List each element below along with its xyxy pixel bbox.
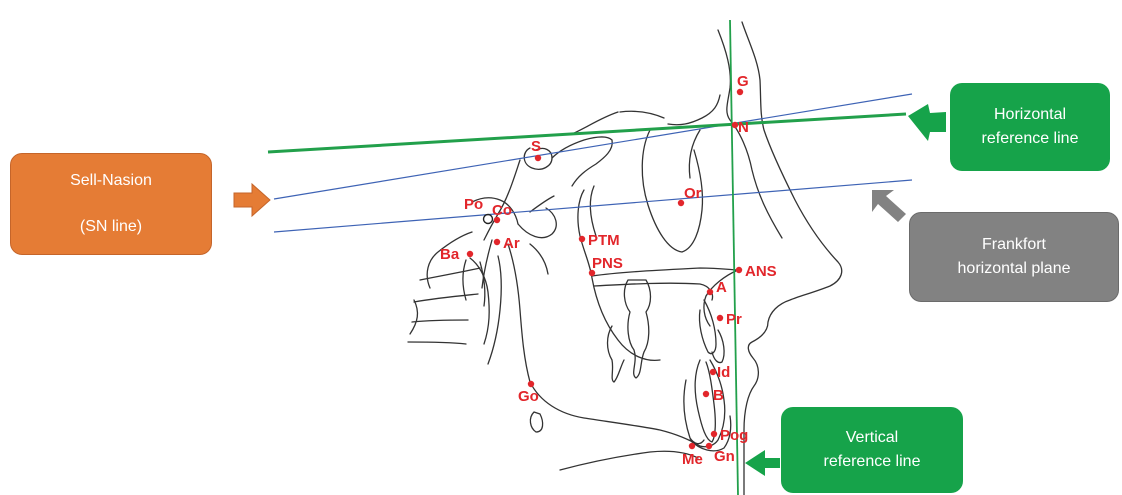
point-Co xyxy=(493,216,501,224)
label-Po: Po xyxy=(464,196,483,213)
label-Co: Co xyxy=(492,202,512,219)
hyoid xyxy=(529,411,544,433)
molar-tooth xyxy=(623,279,652,379)
soft-tissue-profile xyxy=(741,21,843,495)
sn-line xyxy=(273,93,913,200)
upper-incisor xyxy=(698,299,717,355)
arrow-vertical-ref xyxy=(745,450,780,476)
point-Go xyxy=(527,380,535,388)
label-Id: Id xyxy=(717,364,730,381)
point-Pog xyxy=(710,430,718,438)
point-Pr xyxy=(716,314,724,322)
label-G: G xyxy=(737,73,749,90)
point-PNS xyxy=(588,269,596,277)
point-Ba xyxy=(466,250,474,258)
frankfort-callout: Frankfort horizontal plane xyxy=(909,212,1119,302)
label-Go: Go xyxy=(518,388,539,405)
arrow-horizontal-ref xyxy=(908,104,946,141)
sn-callout-subtitle: (SN line) xyxy=(79,218,143,235)
arrow-frankfort xyxy=(872,190,906,222)
point-Po xyxy=(482,213,494,225)
label-Or: Or xyxy=(684,185,702,202)
horizontal-reference-line xyxy=(267,112,907,154)
vertical-reference-callout: Vertical reference line xyxy=(781,407,963,493)
fh-callout-line2: horizontal plane xyxy=(957,260,1071,277)
label-S: S xyxy=(531,138,541,155)
label-B: B xyxy=(713,387,724,404)
label-Pog: Pog xyxy=(720,427,748,444)
construction-lines xyxy=(267,19,913,495)
point-Ar xyxy=(493,238,501,246)
ptm-fissure xyxy=(577,189,661,362)
point-PTM xyxy=(578,235,586,243)
fh-callout-line1: Frankfort xyxy=(981,236,1046,253)
vertebrae xyxy=(407,257,490,345)
point-A xyxy=(706,288,714,296)
arrows xyxy=(233,104,946,476)
vertical-reference-line xyxy=(729,19,739,495)
sn-callout-title: Sell-Nasion xyxy=(70,172,152,189)
label-Ba: Ba xyxy=(440,246,460,263)
point-Or xyxy=(677,199,685,207)
point-Id xyxy=(709,368,717,376)
sn-line-callout: Sell-Nasion (SN line) xyxy=(10,153,212,255)
label-Pr: Pr xyxy=(726,311,742,328)
point-S xyxy=(534,154,542,162)
landmark-labels: G N S Or Po Co Ar Ba PTM PNS ANS A Pr Id… xyxy=(440,73,777,468)
label-N: N xyxy=(738,119,749,136)
vr-callout-line2: reference line xyxy=(823,453,921,470)
label-A: A xyxy=(716,279,727,296)
label-Me: Me xyxy=(682,451,703,468)
label-PNS: PNS xyxy=(592,255,623,272)
point-B xyxy=(702,390,710,398)
landmark-points xyxy=(466,88,744,450)
mandible xyxy=(507,243,726,448)
lower-incisor xyxy=(694,359,716,443)
vr-callout-line1: Vertical xyxy=(845,429,899,446)
label-Ar: Ar xyxy=(503,235,520,252)
point-ANS xyxy=(735,266,743,274)
orbit xyxy=(641,129,704,253)
label-PTM: PTM xyxy=(588,232,620,249)
point-G xyxy=(736,88,744,96)
arrow-sn xyxy=(233,182,271,218)
palate xyxy=(591,267,739,277)
point-Me xyxy=(688,442,696,450)
point-N xyxy=(731,121,739,129)
label-Gn: Gn xyxy=(714,448,735,465)
horizontal-reference-callout: Horizontal reference line xyxy=(950,83,1110,171)
frankfort-plane xyxy=(273,179,913,233)
hr-callout-line1: Horizontal xyxy=(993,106,1067,123)
frontal-bone xyxy=(717,29,783,239)
label-ANS: ANS xyxy=(745,263,777,280)
hr-callout-line2: reference line xyxy=(981,130,1079,147)
point-Gn xyxy=(705,442,713,450)
skull-tracing xyxy=(407,21,843,495)
